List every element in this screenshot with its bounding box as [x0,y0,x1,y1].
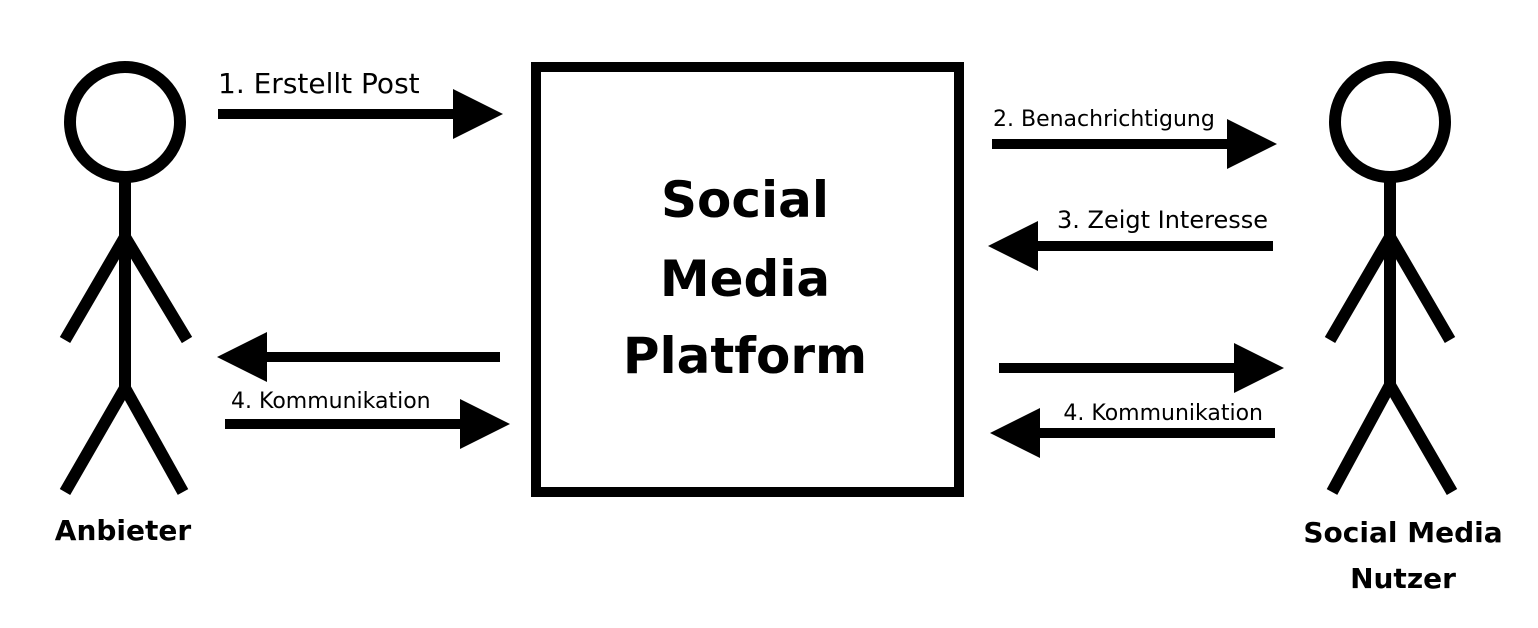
user-left-arm [1324,233,1396,344]
arrow-communication-right-label: 4. Kommunikation [1063,401,1263,426]
provider-left-arm [59,233,131,344]
arrow-shows-interest-label: 3. Zeigt Interesse [1057,206,1268,234]
arrow-create-post-label: 1. Erstellt Post [218,67,420,100]
user-label-line-2: Nutzer [1350,562,1456,595]
platform-title-line-3: Platform [623,327,867,385]
provider-right-leg [119,385,189,495]
platform-title-line-2: Media [660,250,830,308]
user-head [1329,61,1451,183]
provider-stick-figure-icon [59,61,193,495]
provider-head [64,61,186,183]
arrow-create-post [218,89,503,139]
arrow-communication-left-label: 4. Kommunikation [231,389,431,414]
arrow-communication-to-provider [217,332,500,382]
user-left-leg [1326,382,1396,495]
arrow-communication-from-provider [225,399,510,449]
user-right-leg [1384,381,1458,496]
user-right-arm [1384,233,1456,344]
provider-right-arm [119,233,193,344]
user-stick-figure-icon [1324,61,1458,496]
provider-label: Anbieter [55,514,192,547]
platform-title-line-1: Social [661,171,829,229]
arrow-notification [992,119,1277,169]
arrow-shows-interest [988,221,1273,271]
arrow-communication-from-user [990,408,1275,458]
arrow-notification-label: 2. Benachrichtigung [993,107,1215,132]
arrow-communication-to-user [999,343,1284,393]
provider-left-leg [59,385,131,495]
user-label-line-1: Social Media [1303,516,1502,549]
platform-box [531,62,964,497]
